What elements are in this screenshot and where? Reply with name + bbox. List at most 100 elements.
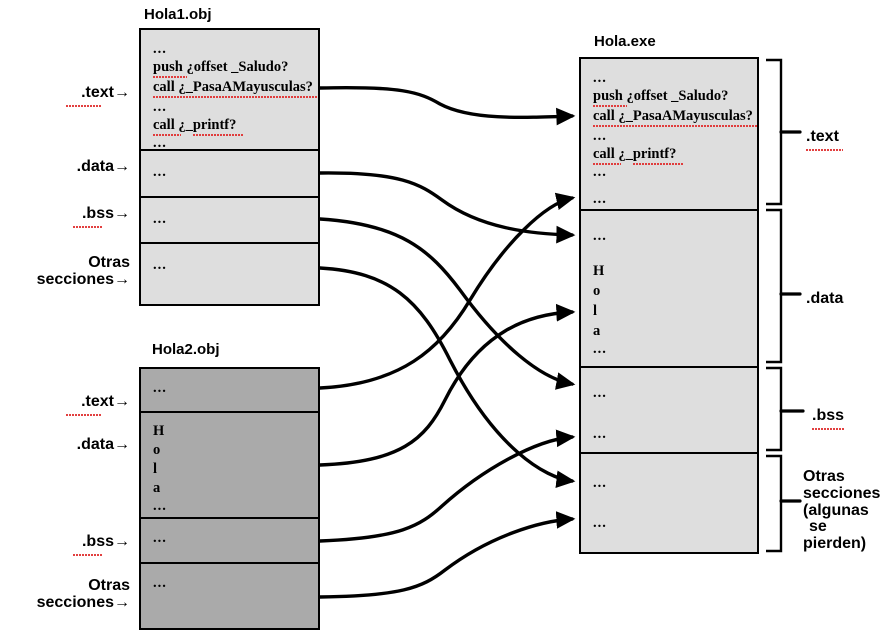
brace-data: [766, 208, 783, 364]
hola1-text-line-6: ...: [153, 135, 167, 151]
hola1-box: ... push ¿offset _Saludo? call ¿_PasaAMa…: [139, 28, 320, 306]
arrow-right-icon: →: [114, 393, 130, 410]
squiggle-printf-exe: [633, 162, 683, 165]
hola1-data-dots: ...: [153, 164, 167, 180]
holaexe-label-otras-line3: (algunas: [803, 501, 869, 519]
holaexe-label-text-value: .text: [806, 128, 839, 145]
holaexe-label-bss: .bss: [812, 407, 845, 430]
hola2-data-char-H: H: [153, 423, 165, 439]
hola2-label-otras-line1: Otras: [88, 577, 130, 594]
hola1-otras-dots: ...: [153, 257, 167, 273]
squiggle-push: [153, 75, 187, 78]
holaexe-label-otras-line4: se: [809, 518, 827, 536]
link-hola2-text-to-exe-text: [318, 192, 576, 390]
link-hola2-otras-to-exe-otras: [318, 511, 576, 599]
arrow-right-icon: →: [114, 84, 130, 101]
hola1-label-otras: Otras secciones→: [0, 254, 130, 289]
hola2-segment-text: ...: [141, 369, 318, 413]
arrow-right-icon: →: [114, 205, 130, 222]
hola1-bss-dots: ...: [153, 211, 167, 227]
squiggle-bss-label: [73, 225, 103, 228]
holaexe-label-otras-line2: secciones: [803, 484, 881, 502]
holaexe-segment-data: ... H o l a ...: [581, 211, 757, 368]
hola1-segment-data: ...: [141, 151, 318, 198]
arrow-right-icon: →: [114, 270, 130, 288]
hola2-label-otras-line2: secciones→: [36, 593, 130, 611]
hola2-data-dots: ...: [153, 498, 167, 514]
hola2-data-char-l: l: [153, 461, 158, 477]
holaexe-text-line-1: ...: [593, 70, 607, 86]
holaexe-label-otras-line1: Otras: [803, 468, 845, 485]
hola1-text-line-5: call ¿_printf?: [153, 117, 237, 133]
squiggle-call-pasa-exe: [593, 124, 757, 127]
link-hola1-otras-to-exe-otras: [318, 266, 576, 489]
holaexe-text-line-3: call ¿_PasaAMayusculas?: [593, 108, 753, 124]
holaexe-text-line-4: ...: [593, 128, 607, 144]
link-hola1-bss-to-exe-bss: [318, 217, 576, 390]
hola2-text-dots: ...: [153, 380, 167, 396]
holaexe-bss-dots-2: ...: [593, 426, 607, 442]
hola2-label-text: .text→: [10, 393, 130, 416]
link-hola1-data-to-exe-data: [318, 171, 576, 244]
holaexe-text-line-6: ...: [593, 164, 607, 180]
holaexe-data-dots-1: ...: [593, 228, 607, 244]
hola1-text-line-1: ...: [153, 41, 167, 57]
squiggle-call: [153, 133, 181, 136]
squiggle-call-pasa: [153, 95, 318, 98]
arrow-right-icon: →: [114, 593, 130, 611]
holaexe-label-text: .text: [806, 128, 843, 151]
hola1-label-text: .text→: [10, 84, 130, 107]
hola2-label-bss-value: .bss: [81, 533, 114, 550]
brace-text: [766, 58, 783, 206]
holaexe-data-char-a: a: [593, 323, 601, 339]
hola2-bss-dots: ...: [153, 530, 167, 546]
hola2-data-char-o: o: [153, 442, 161, 458]
squiggle-text-label-exe: [806, 148, 843, 151]
arrow-right-icon: →: [114, 158, 130, 175]
squiggle-call-exe: [593, 162, 621, 165]
hola1-segment-text: ... push ¿offset _Saludo? call ¿_PasaAMa…: [141, 30, 318, 151]
hola2-data-char-a: a: [153, 480, 161, 496]
holaexe-segment-text: ... push ¿offset _Saludo? call ¿_PasaAMa…: [581, 59, 757, 211]
holaexe-segment-bss: ... ...: [581, 368, 757, 454]
holaexe-label-data: .data: [806, 290, 844, 308]
hola2-box: ... H o l a ... ... ...: [139, 367, 320, 630]
hola1-text-line-4: ...: [153, 99, 167, 115]
holaexe-data-char-l: l: [593, 303, 598, 319]
hola2-label-text-value: .text: [81, 393, 114, 410]
brace-otras: [766, 454, 783, 553]
squiggle-printf: [193, 133, 243, 136]
squiggle-text-label: [66, 104, 102, 107]
holaexe-text-line-2: push ¿offset _Saludo?: [593, 88, 729, 104]
squiggle-bss-label-2: [73, 553, 103, 556]
hola1-label-otras-line1: Otras: [88, 254, 130, 271]
hola1-label-otras-line2: secciones→: [36, 270, 130, 288]
holaexe-bss-dots-1: ...: [593, 385, 607, 401]
brace-bss: [766, 366, 783, 452]
holaexe-otras-dots-1: ...: [593, 475, 607, 491]
hola2-label-data: .data→: [10, 436, 130, 454]
hola1-label-bss-value: .bss: [81, 205, 114, 222]
hola2-segment-bss: ...: [141, 519, 318, 564]
hola2-label-otras: Otras secciones→: [0, 577, 130, 612]
holaexe-label-otras-line5: pierden): [803, 535, 867, 553]
hola1-label-bss: .bss→: [10, 205, 130, 228]
hola1-label-text-value: .text: [81, 84, 114, 101]
holaexe-data-dots-2: ...: [593, 341, 607, 357]
holaexe-label-bss-value: .bss: [812, 407, 845, 424]
squiggle-bss-label-exe: [812, 427, 844, 430]
squiggle-push-exe: [593, 104, 627, 107]
hola2-title: Hola2.obj: [152, 341, 220, 358]
squiggle-text-label-2: [66, 413, 102, 416]
holaexe-text-line-7: ...: [593, 191, 607, 207]
hola2-label-data-value: .data: [76, 436, 114, 453]
hola1-text-line-2: push ¿offset _Saludo?: [153, 59, 289, 75]
holaexe-title: Hola.exe: [594, 33, 656, 50]
hola2-label-bss: .bss→: [10, 533, 130, 556]
link-hola2-bss-to-exe-bss: [318, 429, 576, 543]
holaexe-text-line-5: call ¿_printf?: [593, 146, 677, 162]
holaexe-label-data-value: .data: [806, 290, 844, 307]
holaexe-box: ... push ¿offset _Saludo? call ¿_PasaAMa…: [579, 57, 759, 554]
